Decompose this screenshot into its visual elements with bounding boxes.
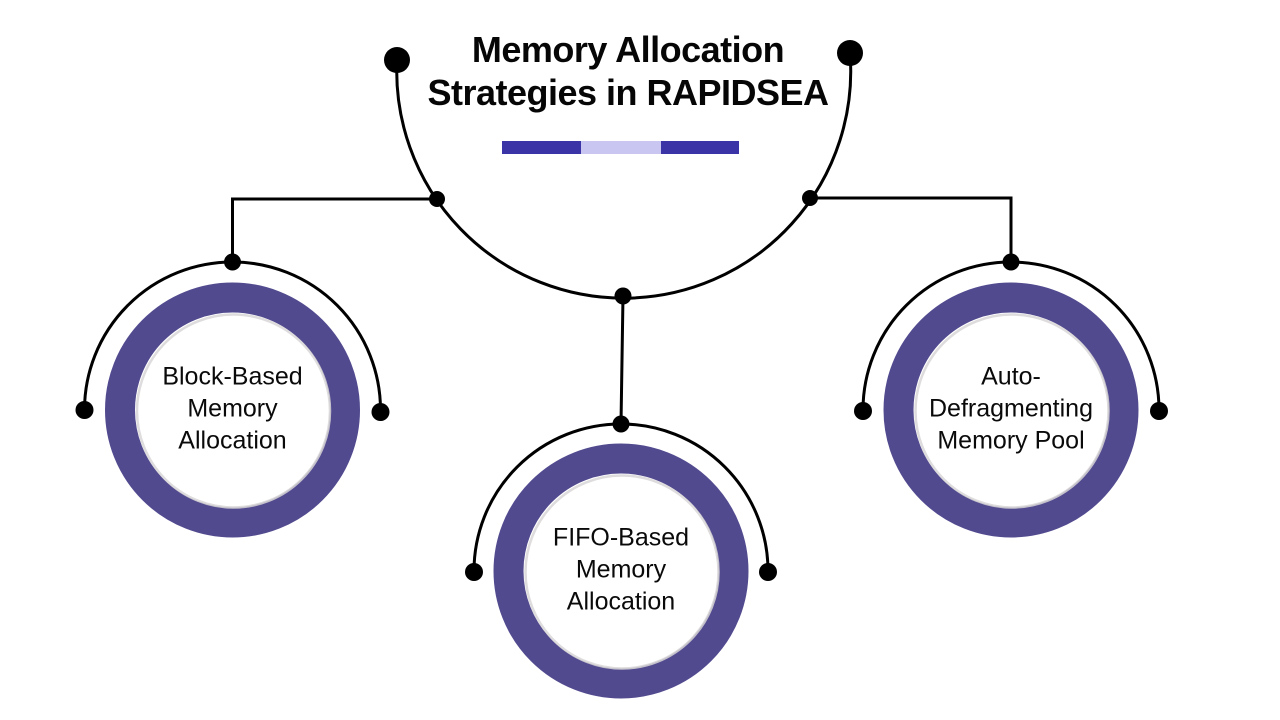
title-group: Memory Allocation Strategies in RAPIDSEA [427,29,830,154]
node-block-based: Block-Based Memory Allocation [75,260,390,538]
node-auto-defrag-inner-shadow [914,313,1110,509]
diagram-title-line2: Strategies in RAPIDSEA [427,72,829,113]
node-fifo-based-inner-shadow [524,474,720,670]
connector-right-group [802,190,1020,271]
connector-middle-group [612,287,632,433]
node-label-line: Memory [187,395,278,423]
node-label-line: Allocation [178,427,286,455]
node-block-based-inner-shadow [135,313,332,509]
node-auto-defrag-arc-dot-left [854,402,872,420]
connector-middle-line [619,294,625,426]
node-fifo-based-halo-arc [472,422,770,573]
title-divider-bar [502,141,739,154]
divider-segment-light-middle [581,141,661,154]
node-block-based-arc-dot-left [75,401,94,419]
root-arc-end-dot-left [384,47,410,73]
connector-left-group [224,191,445,271]
node-block-based-halo-arc [83,260,382,412]
node-auto-defrag-arc-dot-right [1150,402,1168,420]
node-auto-defrag-halo-arc [861,260,1161,412]
node-block-based-arc-dot-right [371,403,390,421]
divider-segment-dark-right [661,141,739,154]
node-label-line: Allocation [567,588,675,616]
node-block-based-ring [105,282,360,538]
root-arc-end-dot-right [837,40,863,66]
connector-left-branch-dot [429,191,445,207]
node-label-line: Memory [576,556,667,584]
node-label-line: Auto- [981,363,1041,391]
divider-segment-dark-left [502,141,581,154]
node-auto-defrag-ring [883,282,1139,538]
node-fifo-based-ring [493,443,749,699]
node-label-line: FIFO-Based [553,524,689,552]
connector-right-branch-dot [802,190,818,206]
diagram-title-line1: Memory Allocation [472,29,784,70]
node-fifo-based-arc-dot-left [465,563,483,581]
node-label-line: Defragmenting [929,395,1093,423]
node-fifo-based: FIFO-Based Memory Allocation [465,422,777,699]
node-fifo-based-arc-dot-right [759,563,777,581]
node-label-line: Block-Based [162,363,302,391]
connector-right-elbow [808,196,1013,264]
node-label-line: Memory Pool [937,427,1084,455]
connector-left-elbow [231,197,439,264]
node-auto-defrag: Auto- Defragmenting Memory Pool [854,260,1168,538]
connector-middle-top-dot [614,287,632,305]
